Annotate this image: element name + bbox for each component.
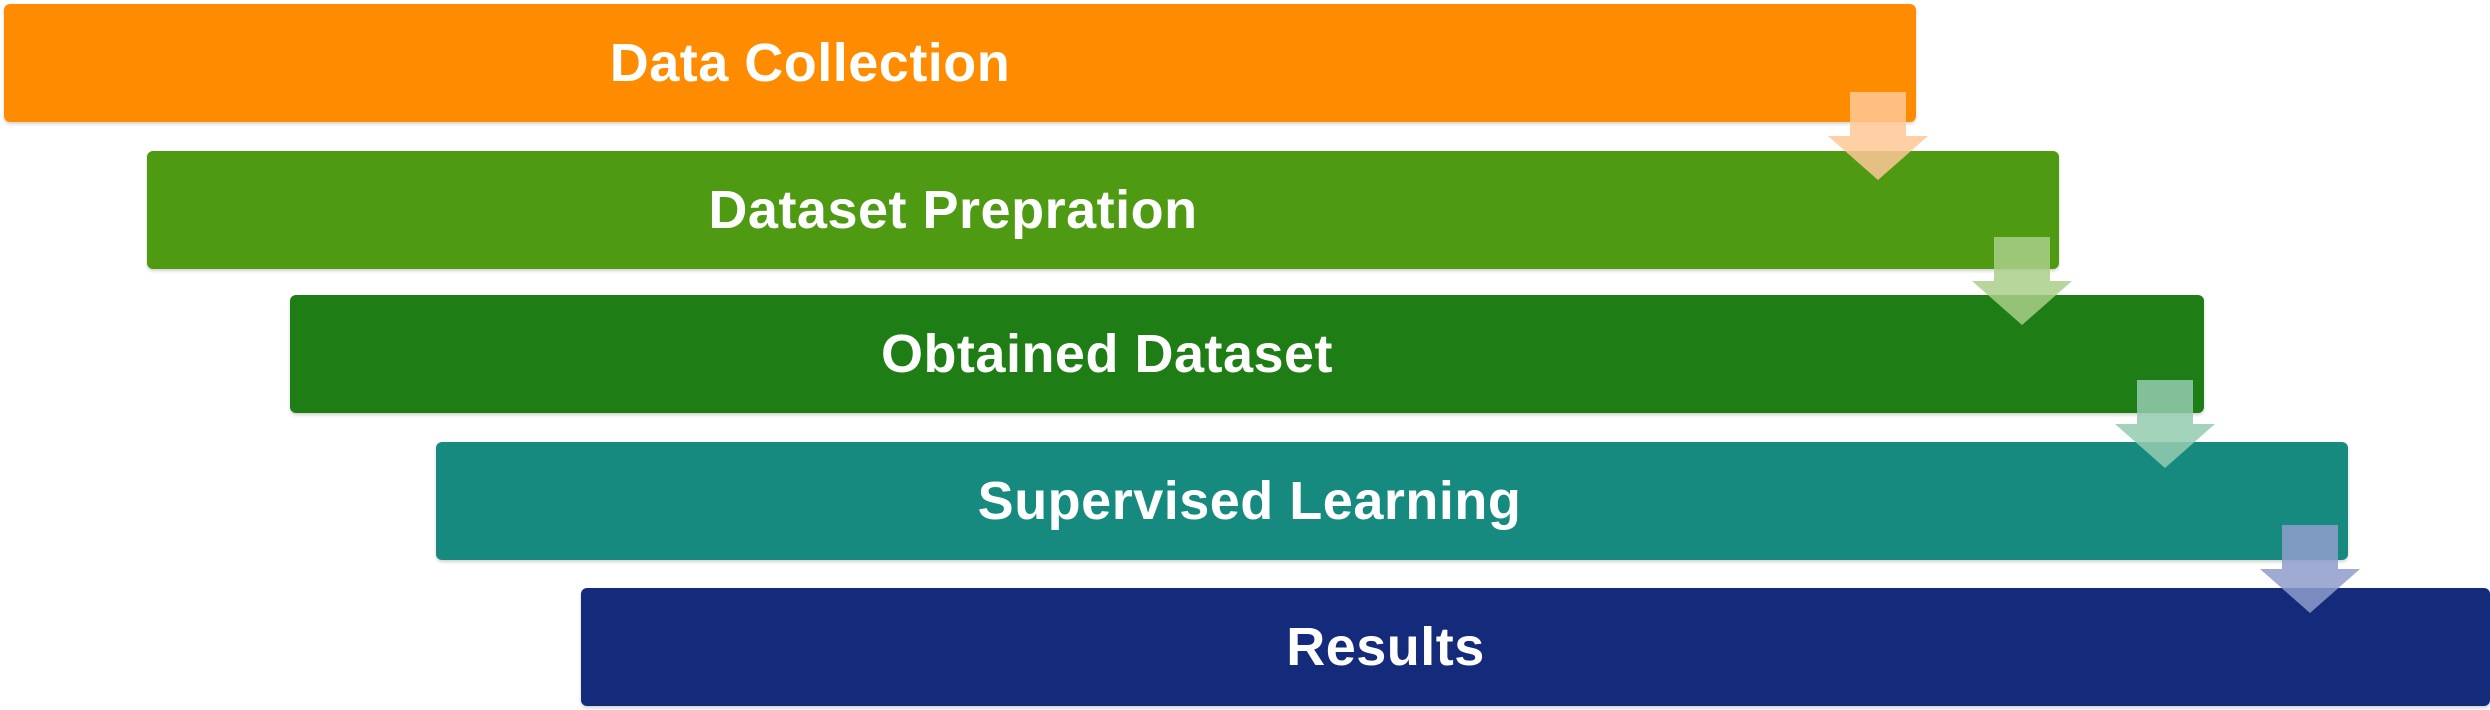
down-arrow-icon (2115, 380, 2215, 468)
step-label: Supervised Learning (977, 471, 1522, 531)
step-dataset-prepration: Dataset Prepration (147, 151, 2059, 269)
step-obtained-dataset: Obtained Dataset (290, 295, 2204, 413)
step-label: Dataset Prepration (708, 180, 1198, 240)
down-arrow-icon (1828, 92, 1928, 180)
down-arrow-icon (1972, 237, 2072, 325)
step-label: Obtained Dataset (880, 324, 1334, 384)
step-supervised-learning: Supervised Learning (436, 442, 2348, 560)
step-results: Results (581, 588, 2490, 706)
step-label: Results (1286, 617, 1485, 677)
step-data-collection: Data Collection (4, 4, 1916, 122)
step-label: Data Collection (609, 33, 1011, 93)
down-arrow-icon (2260, 525, 2360, 613)
